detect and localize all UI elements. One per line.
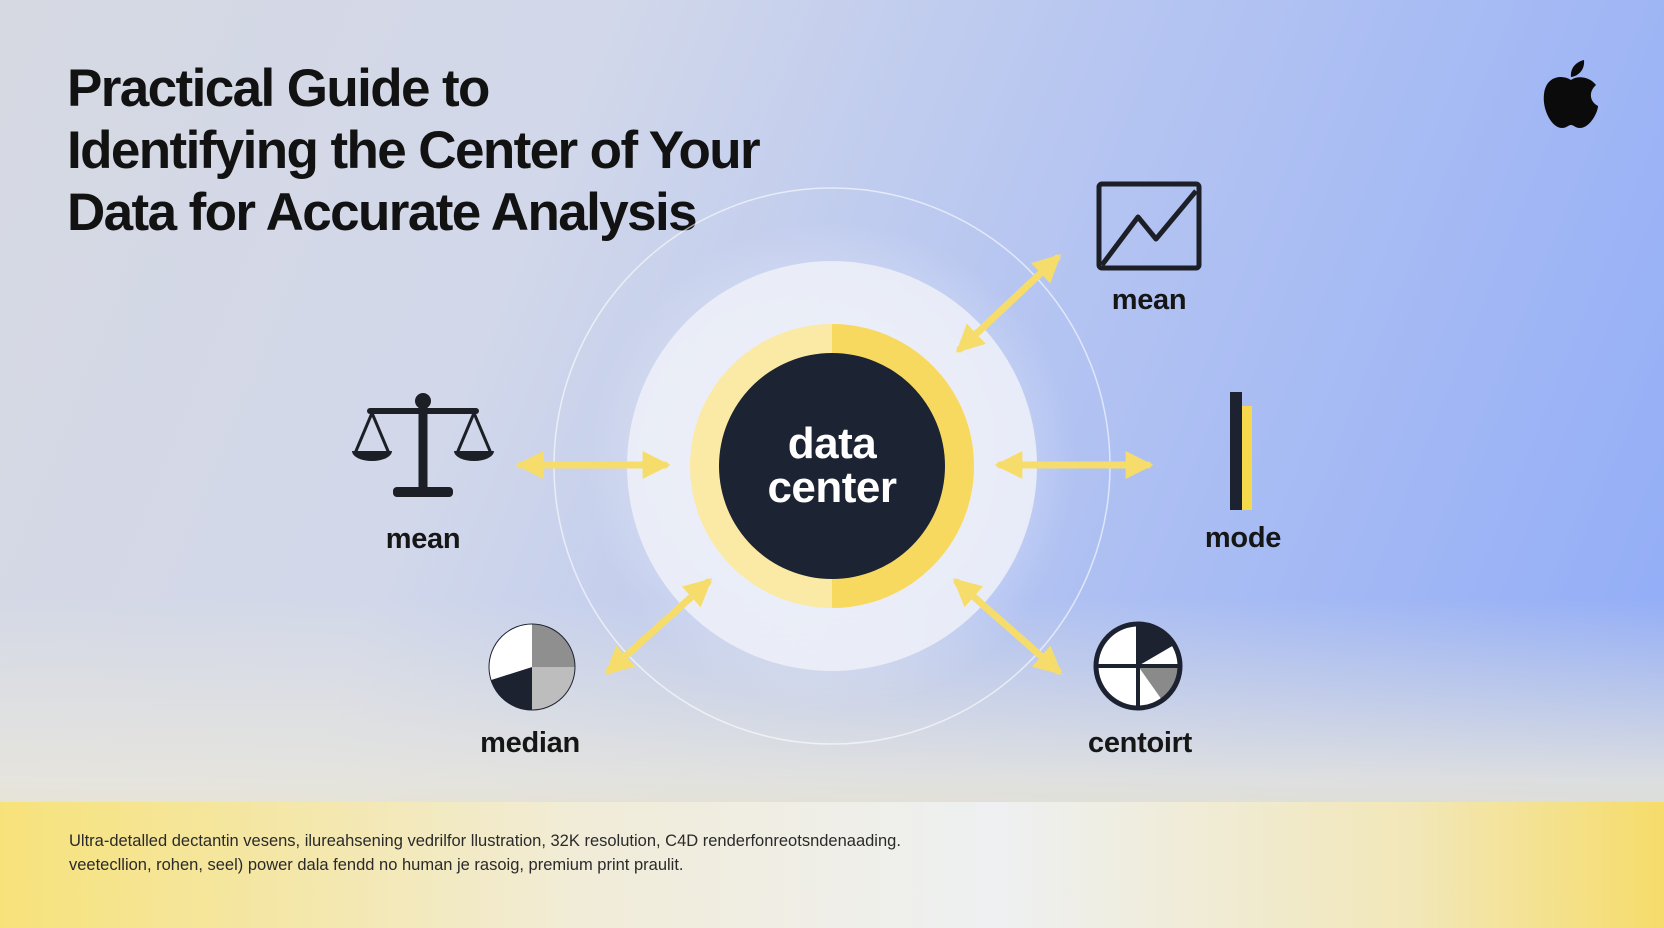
footer-caption: Ultra-detalled dectantin vesens, ilureah…	[69, 829, 1569, 877]
quadrant-pie-icon	[1093, 621, 1183, 711]
arrow-top-right	[955, 254, 1062, 353]
center-core	[719, 353, 945, 579]
title-line-3: Data for Accurate Analysis	[67, 183, 698, 242]
balance-scale-icon	[352, 393, 494, 497]
node-label-bottom-right: centoirt	[1088, 727, 1192, 759]
footer-line-1: Ultra-detalled dectantin vesens, ilureah…	[69, 832, 901, 850]
arrow-bottom-left	[604, 578, 713, 675]
page-title: Practical Guide to Identifying the Cente…	[67, 58, 887, 244]
connector-arrows	[515, 254, 1154, 675]
title-line-2: Identifying the Center of Your	[67, 121, 761, 180]
node-label-left: mean	[385, 523, 461, 555]
node-label-top-right: mean	[1111, 284, 1187, 316]
apple-logo-icon	[1543, 60, 1598, 128]
title-line-1: Practical Guide to	[67, 59, 490, 118]
bar-icon	[1230, 392, 1252, 510]
node-label-bottom-left: median	[480, 727, 580, 759]
footer-band: Ultra-detalled dectantin vesens, ilureah…	[0, 802, 1664, 928]
footer-line-2: veetecllion, rohen, seel) power dala fen…	[69, 856, 684, 874]
center-label: data center	[719, 422, 945, 510]
arrow-bottom-right	[952, 578, 1063, 675]
line-chart-icon	[1096, 181, 1202, 271]
center-label-line-1: data	[787, 419, 877, 468]
center-label-line-2: center	[767, 463, 897, 512]
pie-chart-icon	[488, 623, 576, 711]
node-label-right: mode	[1204, 522, 1282, 554]
